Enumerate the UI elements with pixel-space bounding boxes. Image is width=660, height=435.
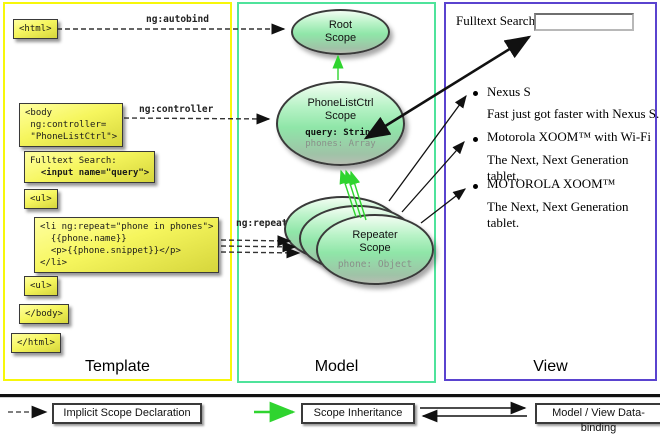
edge-label-autobind: ng:autobind bbox=[146, 14, 209, 25]
phone-item-desc: Fast just got faster with Nexus S. bbox=[487, 106, 660, 121]
legend-model-view-data-binding: Model / View Data-binding bbox=[535, 403, 660, 434]
phone-item-desc: The Next, Next Generation tablet. bbox=[487, 199, 629, 230]
code-html-close: </html> bbox=[11, 333, 61, 353]
code-html-open: <html> bbox=[13, 19, 58, 39]
code-ul-close: <ul> bbox=[24, 276, 58, 296]
code-fulltext-input: <input name="query"> bbox=[30, 168, 150, 178]
code-body-close: </body> bbox=[19, 304, 69, 324]
view-column-label: View bbox=[533, 358, 568, 375]
phonelistctrl-scope-title: PhoneListCtrl Scope bbox=[307, 97, 374, 122]
fulltext-search-label: Fulltext Search: bbox=[456, 13, 539, 28]
code-body-open: <body ng:controller= "PhoneListCtrl"> bbox=[19, 103, 124, 147]
root-scope-title: Root Scope bbox=[324, 19, 357, 44]
scope-prop-phones: phones: Array bbox=[305, 139, 376, 149]
bullet-icon bbox=[473, 184, 478, 189]
code-ul-open: <ul> bbox=[24, 189, 58, 209]
fulltext-search-input[interactable] bbox=[534, 13, 634, 31]
model-column bbox=[237, 2, 436, 383]
legend-scope-inheritance: Scope Inheritance bbox=[301, 403, 415, 424]
phone-item-name: MOTOROLA XOOM™ bbox=[487, 176, 616, 191]
legend-separator-line bbox=[0, 394, 660, 398]
phonelistctrl-scope-ellipse: PhoneListCtrl Scope query: String phones… bbox=[276, 81, 405, 166]
code-li-repeat: <li ng:repeat="phone in phones"> {{phone… bbox=[34, 217, 220, 273]
scope-prop-query: query: String bbox=[305, 128, 376, 138]
model-column-label: Model bbox=[314, 358, 359, 375]
template-column-label: Template bbox=[85, 358, 150, 375]
bullet-icon bbox=[473, 91, 478, 96]
phone-item-desc: The Next, Next Generation tablet. bbox=[487, 152, 629, 183]
edge-label-controller: ng:controller bbox=[139, 104, 214, 115]
scope-prop-phone: phone: Object bbox=[337, 259, 413, 270]
repeater-scope-title: Repeater Scope bbox=[352, 229, 398, 254]
legend-implicit-scope-declaration: Implicit Scope Declaration bbox=[52, 403, 202, 424]
repeater-scope-ellipse: Repeater Scope phone: Object bbox=[316, 214, 434, 285]
code-fulltext-label: Fulltext Search: bbox=[30, 156, 117, 166]
phone-item-name: Nexus S bbox=[487, 84, 531, 99]
code-fulltext-search: Fulltext Search: <input name="query"> bbox=[24, 151, 156, 183]
root-scope-ellipse: Root Scope bbox=[291, 9, 390, 55]
bullet-icon bbox=[473, 137, 478, 142]
phone-item-name: Motorola XOOM™ with Wi-Fi bbox=[487, 129, 652, 144]
edge-label-repeat: ng:repeat bbox=[236, 218, 288, 229]
